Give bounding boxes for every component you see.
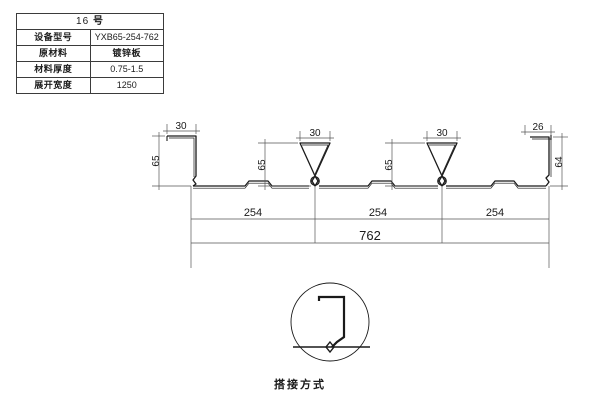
spec-table: 16 号 设备型号 YXB65-254-762 原材料 镀锌板 材料厚度 0.7… xyxy=(16,13,164,94)
detail-seam-diamond xyxy=(325,340,335,354)
dimension-rib2-height: 65 xyxy=(384,139,438,190)
spec-title-unit: 号 xyxy=(92,16,104,27)
dimension-pitch-chain: 254 254 254 xyxy=(191,207,549,220)
profile-rib-2 xyxy=(426,142,458,187)
profile-pan-middle xyxy=(319,180,438,189)
profile-right-edge xyxy=(530,135,552,187)
dimension-right-height: 64 xyxy=(550,133,568,190)
dimension-label-rib2-height: 65 xyxy=(384,159,395,171)
profile-rib-1 xyxy=(299,142,331,187)
dimension-rib1-width: 30 xyxy=(296,128,334,141)
dimension-right-flange-width: 26 xyxy=(521,122,555,135)
dimension-label-right-height: 64 xyxy=(554,156,565,168)
spec-value-coil-width: 1250 xyxy=(89,77,164,94)
dimension-label-rib1-height: 65 xyxy=(257,159,268,171)
dimension-label-total-width: 762 xyxy=(359,228,381,243)
dimension-total-width: 762 xyxy=(191,228,549,244)
dimension-label-right-flange: 26 xyxy=(532,122,544,133)
profile-pan-right xyxy=(446,180,546,189)
dimension-label-rib1-width: 30 xyxy=(309,128,321,139)
dimension-left-flange-width: 30 xyxy=(163,121,200,134)
dimension-label-pitch-2: 254 xyxy=(369,207,387,219)
dimension-label-pitch-3: 254 xyxy=(486,207,504,219)
dimension-label-pitch-1: 254 xyxy=(244,207,262,219)
dimension-label-rib2-width: 30 xyxy=(436,128,448,139)
spec-title-number: 16 xyxy=(76,16,90,27)
spec-label-coil-width: 展开宽度 xyxy=(16,77,91,94)
dimension-label-left-height: 65 xyxy=(151,155,162,167)
detail-lap-profile xyxy=(317,295,346,348)
dimension-left-height: 65 xyxy=(151,132,191,190)
table-row: 展开宽度 1250 xyxy=(16,77,164,94)
profile-left-edge xyxy=(166,135,197,187)
dimension-label-left-flange: 30 xyxy=(175,121,187,132)
detail-circle xyxy=(290,282,370,362)
dimension-rib2-width: 30 xyxy=(423,128,461,141)
lap-joint-caption: 搭接方式 xyxy=(274,379,326,391)
profile-pan-left xyxy=(193,180,309,189)
dimension-rib1-height: 65 xyxy=(257,139,311,190)
extension-lines xyxy=(190,186,550,268)
lap-joint-detail xyxy=(290,282,370,362)
